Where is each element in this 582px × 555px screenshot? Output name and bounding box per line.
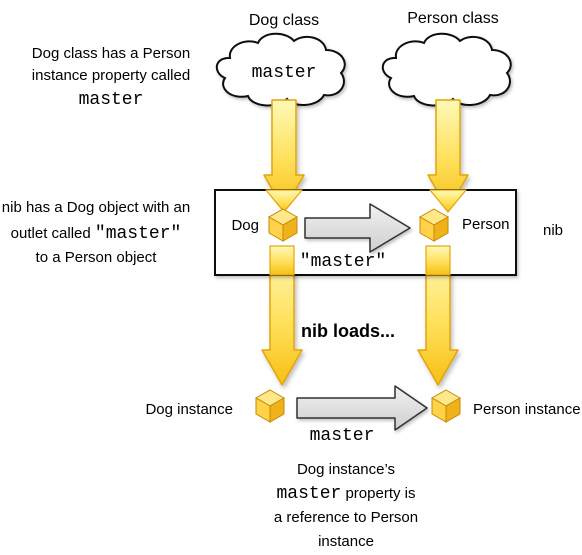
nib-outlet-label: "master"	[300, 252, 386, 272]
person-class-to-nib-arrow-head	[429, 189, 467, 213]
bottom-note-line2-code: master	[276, 484, 341, 504]
dog-instance-label: Dog instance	[145, 401, 233, 418]
dog-class-note-line1: Dog class has a Person	[32, 45, 190, 62]
instance-link-label: master	[310, 426, 375, 446]
bottom-note-line2-suffix: property is	[341, 485, 415, 502]
person-instance-label: Person instance	[473, 401, 581, 418]
nib-to-dog-instance-arrow-stem-top	[269, 245, 295, 276]
dog-class-to-nib-arrow-head	[265, 189, 303, 213]
nib-note-line2-prefix: outlet called	[11, 225, 95, 242]
person-instance-cube-icon	[430, 389, 462, 423]
dog-class-cloud	[215, 32, 346, 107]
nib-dog-cube-icon	[267, 208, 299, 242]
instance-link-arrow	[296, 385, 428, 431]
nib-outlet-arrow	[304, 203, 411, 253]
nib-loads-label: nib loads...	[301, 321, 395, 341]
dog-class-title: Dog class	[249, 12, 319, 29]
person-class-cloud	[381, 32, 512, 107]
nib-note-line1: nib has a Dog object with an	[2, 199, 190, 216]
person-class-title: Person class	[407, 10, 499, 27]
nib-box-label: nib	[543, 222, 563, 239]
bottom-note-line3: a reference to Person	[274, 509, 418, 526]
nib-person-label: Person	[462, 216, 510, 233]
bottom-note-line1: Dog instance’s	[297, 461, 395, 478]
dog-class-cloud-label: master	[252, 63, 317, 83]
bottom-note-line4: instance	[318, 533, 374, 550]
nib-person-cube-icon	[418, 208, 450, 242]
nib-dog-label: Dog	[231, 217, 259, 234]
nib-to-person-instance-arrow-stem-top	[425, 245, 451, 276]
dog-instance-cube-icon	[254, 389, 286, 423]
nib-note-line2: outlet called "master"	[11, 224, 182, 244]
dog-class-note-line2: instance property called	[32, 67, 190, 84]
nib-note-line3: to a Person object	[36, 249, 158, 266]
bottom-note-line2: master property is	[276, 484, 415, 504]
dog-class-note-line3-code: master	[79, 90, 144, 110]
nib-note-line2-code: "master"	[95, 224, 181, 244]
